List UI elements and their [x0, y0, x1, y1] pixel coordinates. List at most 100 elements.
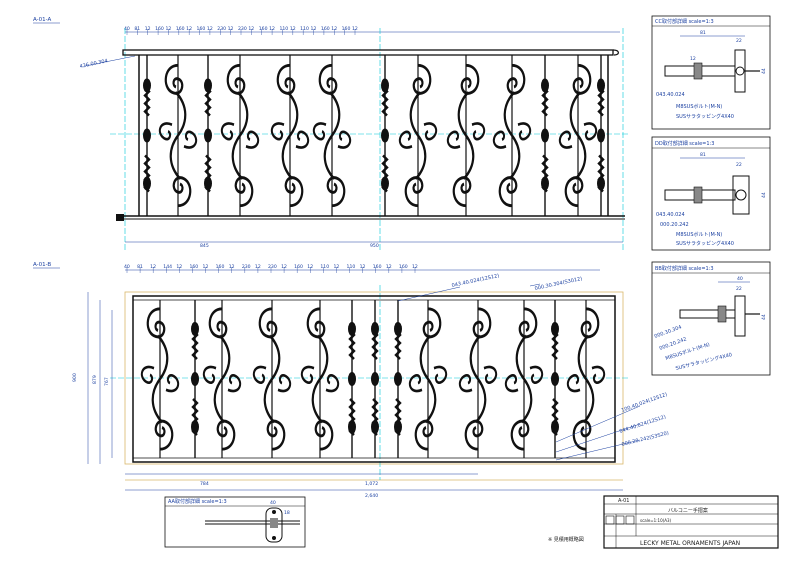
drawing_b-top-dim: 12 [176, 264, 182, 270]
detail-cc-label-3: SUSサラタッピング4X40 [676, 113, 734, 120]
detail-dd-dim-2: 22 [736, 162, 742, 168]
detail-cc-label-2: M8SUSボルト(M-N) [676, 103, 722, 110]
detail-aa-title: AA取付部詳細 scale=1:3 [168, 498, 227, 505]
drawing_a-top-dim: 40 [124, 26, 130, 32]
drawing_b-top-dim: 12 [386, 264, 392, 270]
ornament-knob [551, 372, 559, 386]
drawing_a-top-dim: 230 [238, 26, 247, 32]
drawing_b-top-dim: 12 [150, 264, 156, 270]
title-block-company: LECKY METAL ORNAMENTS JAPAN [640, 540, 740, 547]
drawing-a-rail-callout: 426.00.304 [79, 58, 108, 70]
drawing_b-top-dim: 160 [189, 264, 198, 270]
drawing_b-top-dim: 110 [347, 264, 356, 270]
detail-aa-dim-2: 18 [284, 510, 290, 516]
drawing_a-top-dim: 160 [321, 26, 330, 32]
detail-bb-title: BB取付部詳細 scale=1:3 [655, 265, 714, 272]
drawing_b-top-dim: 160 [216, 264, 225, 270]
drawing-a-dim-left: 845 [200, 243, 209, 249]
drawing_a-top-dim: 12 [186, 26, 192, 32]
title-block-scale: scale=1:10(A3) [640, 518, 671, 523]
drawing-b-side-dim-2: 879 [92, 375, 98, 384]
ornament-knob [204, 128, 212, 143]
drawing-b-side-dim-1: 900 [72, 373, 78, 382]
detail-dd-label-2: 000.20.242 [660, 222, 689, 228]
drawing_b-top-dim: 12 [229, 264, 235, 270]
drawing_a-top-dim: 12 [145, 26, 151, 32]
drawing_b-top-dim: 12 [281, 264, 287, 270]
drawing_b-top-dim: 160 [373, 264, 382, 270]
detail-dd-label-4: SUSサラタッピング4X40 [676, 240, 734, 247]
drawing_a-top-dim: 110 [279, 26, 288, 32]
drawing_a-top-dim: 160 [176, 26, 185, 32]
drawing_b-top-dim: 81 [137, 264, 143, 270]
drawing_a-top-dim: 160 [342, 26, 351, 32]
drawing-b-callout-3: 100.40.024(12S12) [621, 392, 669, 414]
detail-cc-title: CC取付部詳細 scale=1:3 [655, 18, 714, 25]
ornament-knob [348, 372, 356, 386]
drawing_a-top-dim: 12 [269, 26, 275, 32]
drawing_a-top-dim: 160 [197, 26, 206, 32]
drawing-b-callout-5: 000.20.242(S3S20) [621, 430, 669, 448]
drawing_b-top-dim: 12 [412, 264, 418, 270]
drawing-b-dim-left: 784 [200, 481, 209, 487]
drawing_a-top-dim: 110 [300, 26, 309, 32]
drawing_a-top-dim: 12 [290, 26, 296, 32]
drawing-b-callout-2: 000.30.304(S3012) [534, 276, 583, 292]
ornament-knob [381, 128, 389, 143]
detail-dd: DD取付部詳細 scale=1:3 81 22 44 043.40.024 00… [651, 136, 771, 251]
ornament-knob [597, 128, 605, 143]
drawing_b-top-dim: 12 [203, 264, 209, 270]
drawing_b-top-dim: 110 [320, 264, 329, 270]
detail-dd-dim-3: 44 [761, 192, 767, 198]
ornament-knob [394, 372, 402, 386]
ornament-knob [191, 372, 199, 386]
drawing_a-top-dim: 12 [352, 26, 358, 32]
drawing_a-top-dim: 12 [248, 26, 254, 32]
drawing_a-top-dim: 81 [134, 26, 140, 32]
detail-cc-dim-2: 22 [736, 38, 742, 44]
detail-cc-dim-1: 81 [700, 30, 706, 36]
drawing_b-top-dim: 144 [163, 264, 172, 270]
drawing_a-top-dim: 12 [311, 26, 317, 32]
drawing_b-top-dim: 160 [399, 264, 408, 270]
detail-aa-dim-1: 40 [270, 500, 276, 506]
drawing-a-label: A-01-A [33, 17, 51, 23]
drawing_a-top-dim: 230 [217, 26, 226, 32]
drawing-b-dim-total: 2,640 [365, 493, 378, 499]
detail-bb-dim-2: 22 [736, 286, 742, 292]
drawing_a-top-dim: 12 [207, 26, 213, 32]
detail-cc: CC取付部詳細 scale=1:3 81 22 44 12 043.40.024… [651, 15, 771, 130]
drawing-b-label: A-01-B [33, 262, 51, 268]
detail-bb-label-1: 000.30.304 [654, 324, 683, 339]
title-block-title: バルコニー手摺案 [668, 507, 708, 514]
detail-dd-label-1: 043.40.024 [656, 212, 685, 218]
footnote: ※ 見積用概略図 [548, 536, 584, 543]
detail-cc-dim-3: 44 [761, 68, 767, 74]
ornament-knob [143, 128, 151, 143]
drawing_a-top-dim: 160 [155, 26, 164, 32]
detail-bb: BB取付部詳細 scale=1:3 40 22 44 000.30.304 00… [651, 261, 771, 376]
detail-dd-dim-1: 81 [700, 152, 706, 158]
drawing_b-top-dim: 12 [255, 264, 261, 270]
detail-dd-title: DD取付部詳細 scale=1:3 [655, 140, 714, 147]
drawing_b-top-dim: 12 [307, 264, 313, 270]
drawing-b-side-dim-3: 767 [104, 377, 110, 386]
title-block: A-01 バルコニー手摺案 scale=1:10(A3) LECKY METAL… [603, 495, 779, 549]
drawing_b-top-dim: 12 [333, 264, 339, 270]
drawing_a-top-dim: 12 [165, 26, 171, 32]
drawing_b-top-dim: 160 [294, 264, 303, 270]
drawing_a-top-dim: 12 [228, 26, 234, 32]
detail-cc-label-1: 043.40.024 [656, 92, 685, 98]
title-block-drawing-no: A-01 [618, 498, 629, 504]
ornament-knob [371, 372, 379, 386]
drawing_b-top-dim: 12 [360, 264, 366, 270]
detail-bb-dim-3: 44 [761, 314, 767, 320]
drawing_a-top-dim: 160 [259, 26, 268, 32]
drawing-b-callout-1: 043.40.024(12S12) [451, 273, 500, 289]
drawing-b-dim-mid: 1,072 [365, 481, 378, 487]
drawing_b-top-dim: 230 [268, 264, 277, 270]
